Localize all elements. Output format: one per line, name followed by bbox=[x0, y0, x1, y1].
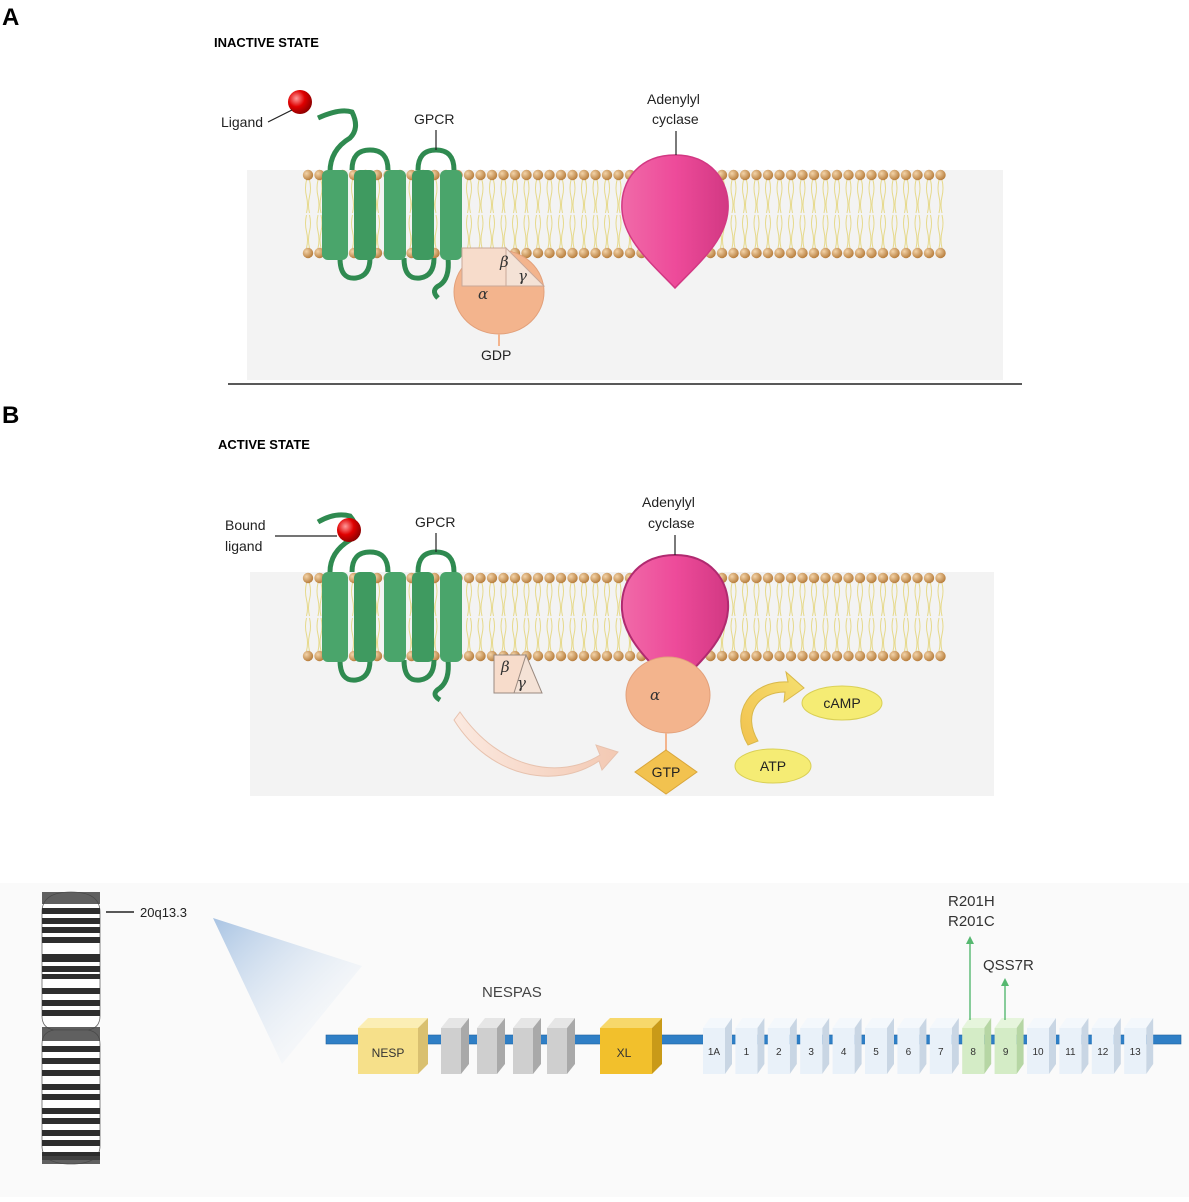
panel-a-adenylyl-cyclase bbox=[621, 154, 729, 290]
panel-b-ac-label-line2: cyclase bbox=[648, 515, 695, 531]
exon-label: 9 bbox=[1003, 1047, 1009, 1058]
panel-a-ac-label-line2: cyclase bbox=[652, 111, 699, 127]
exon-label: 7 bbox=[938, 1047, 944, 1058]
xl-label: XL bbox=[617, 1046, 632, 1060]
panel-b-ac-label-line1: Adenylyl bbox=[642, 494, 695, 510]
xl-box: XL bbox=[600, 1018, 662, 1074]
panel-a-g-protein: α β γ bbox=[453, 246, 546, 346]
panel-a-beta: β bbox=[499, 253, 509, 271]
exon-label: 13 bbox=[1130, 1047, 1142, 1058]
panel-b-alpha: α bbox=[650, 686, 660, 704]
panel-b-gpcr-label: GPCR bbox=[415, 514, 455, 530]
panel-b-camp bbox=[801, 685, 883, 721]
nespas-boxes bbox=[441, 1018, 575, 1074]
panel-b-atp-label: ATP bbox=[760, 758, 786, 774]
panel-a-gpcr bbox=[316, 108, 462, 300]
panel-b-atp bbox=[734, 748, 812, 784]
chromosome-20 bbox=[41, 891, 101, 1165]
panel-b-ligand-label-line2: ligand bbox=[225, 538, 262, 554]
panel-a-ac-label-line1: Adenylyl bbox=[647, 91, 700, 107]
panel-b-camp-label: cAMP bbox=[823, 695, 860, 711]
panel-a-ligand bbox=[288, 90, 312, 114]
panel-b-activation-arrow bbox=[453, 711, 619, 777]
panel-a-alpha: α bbox=[478, 285, 488, 303]
exon-label: 5 bbox=[873, 1047, 879, 1058]
mutation-r201c: R201C bbox=[948, 913, 995, 930]
nesp-label: NESP bbox=[372, 1046, 405, 1060]
exon-label: 4 bbox=[841, 1047, 847, 1058]
panel-b-gpcr bbox=[316, 512, 462, 703]
panel-b-state-title: ACTIVE STATE bbox=[218, 437, 310, 452]
panel-b-conversion-arrow bbox=[740, 670, 805, 746]
panel-b-bound-ligand bbox=[337, 518, 361, 542]
panel-b-gtp-label: GTP bbox=[652, 764, 681, 780]
panel-a-state-title: INACTIVE STATE bbox=[214, 35, 319, 50]
exon-label: 11 bbox=[1065, 1047, 1076, 1058]
exon-label: 1 bbox=[744, 1047, 750, 1058]
panel-a-letter: A bbox=[2, 4, 19, 31]
panel-b-ligand-label-line1: Bound bbox=[225, 517, 265, 533]
band-label: 20q13.3 bbox=[140, 905, 187, 920]
panel-b-beta: β bbox=[500, 658, 510, 676]
exon-label: 6 bbox=[906, 1047, 912, 1058]
panel-b: B ACTIVE STATE Bound ligand GPCR Adenyly… bbox=[2, 402, 994, 796]
panel-a: A INACTIVE STATE Ligand GPCR Adenylyl cy… bbox=[2, 4, 1022, 385]
exon-label: 12 bbox=[1097, 1047, 1109, 1058]
nesp-box: NESP bbox=[358, 1018, 428, 1074]
panel-b-beta-gamma: β γ bbox=[493, 653, 543, 694]
mutation-qss7r: QSS7R bbox=[983, 957, 1034, 974]
panel-b-gamma: γ bbox=[517, 674, 526, 692]
mutation-r201h: R201H bbox=[948, 893, 995, 910]
panel-a-gpcr-label: GPCR bbox=[414, 111, 454, 127]
panel-a-gdp-label: GDP bbox=[481, 347, 511, 363]
panel-a-ligand-leader bbox=[267, 109, 293, 123]
panel-b-g-alpha bbox=[625, 656, 711, 734]
exon-label: 10 bbox=[1032, 1047, 1044, 1058]
zoom-cone bbox=[213, 918, 362, 1064]
exon-label: 2 bbox=[776, 1047, 782, 1058]
exon-label: 1A bbox=[708, 1047, 721, 1058]
panel-b-gtp bbox=[634, 749, 698, 795]
panel-a-ligand-label: Ligand bbox=[221, 114, 263, 130]
exon-label: 8 bbox=[970, 1047, 976, 1058]
exon-label: 3 bbox=[808, 1047, 814, 1058]
panel-a-gamma: γ bbox=[518, 267, 527, 285]
nespas-label: NESPAS bbox=[482, 984, 542, 1001]
panel-b-letter: B bbox=[2, 402, 19, 429]
